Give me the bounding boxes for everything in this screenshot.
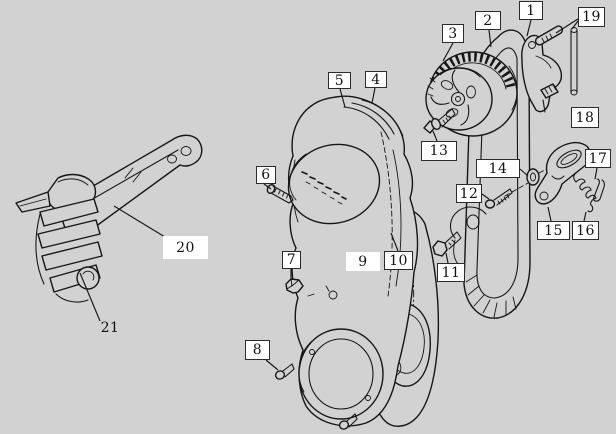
leader-line-6 [263, 183, 272, 190]
callout-17: 17 [585, 149, 611, 168]
leader-line-8 [265, 359, 279, 371]
leader-line-14 [519, 168, 529, 177]
callout-10: 10 [384, 251, 413, 270]
leader-line-5 [339, 88, 346, 108]
callout-2: 2 [475, 11, 501, 30]
callout-5: 5 [328, 72, 351, 89]
leader-line-3 [442, 42, 454, 62]
callout-15: 15 [537, 221, 570, 240]
leader-line-11 [445, 252, 449, 264]
callout-13: 13 [421, 141, 457, 161]
callout-7: 7 [282, 251, 301, 269]
toothed-pulley-drawing [423, 51, 518, 137]
leader-line-19 [555, 16, 582, 34]
callout-11: 11 [437, 263, 465, 282]
leader-line-1 [526, 19, 532, 37]
leader-line-15 [547, 206, 552, 222]
callout-6: 6 [256, 166, 276, 184]
callout-3: 3 [442, 24, 464, 43]
callout-1: 1 [519, 1, 543, 20]
callout-16: 16 [572, 221, 599, 240]
leader-line-21 [79, 272, 101, 322]
callout-18: 18 [571, 107, 599, 128]
leader-line-17 [594, 167, 598, 180]
tensioner-arm-assembly-drawing [15, 134, 203, 303]
leader-lines [79, 16, 598, 371]
leader-line-4 [371, 87, 376, 104]
leader-line-12 [481, 193, 490, 200]
callout-21: 21 [100, 320, 120, 336]
callout-4: 4 [365, 71, 387, 88]
leader-line-13 [432, 130, 438, 142]
callout-19: 19 [578, 7, 605, 27]
callout-14: 14 [476, 159, 520, 178]
leader-line-2 [488, 29, 492, 48]
leader-line-16 [583, 211, 587, 222]
leader-line-20 [113, 205, 166, 238]
callout-9: 9 [346, 252, 380, 271]
callout-12: 12 [456, 184, 482, 203]
callout-20: 20 [163, 236, 208, 259]
leader-line-10 [390, 232, 399, 252]
upper-bracket-drawing [521, 25, 578, 113]
callout-8: 8 [245, 340, 270, 360]
